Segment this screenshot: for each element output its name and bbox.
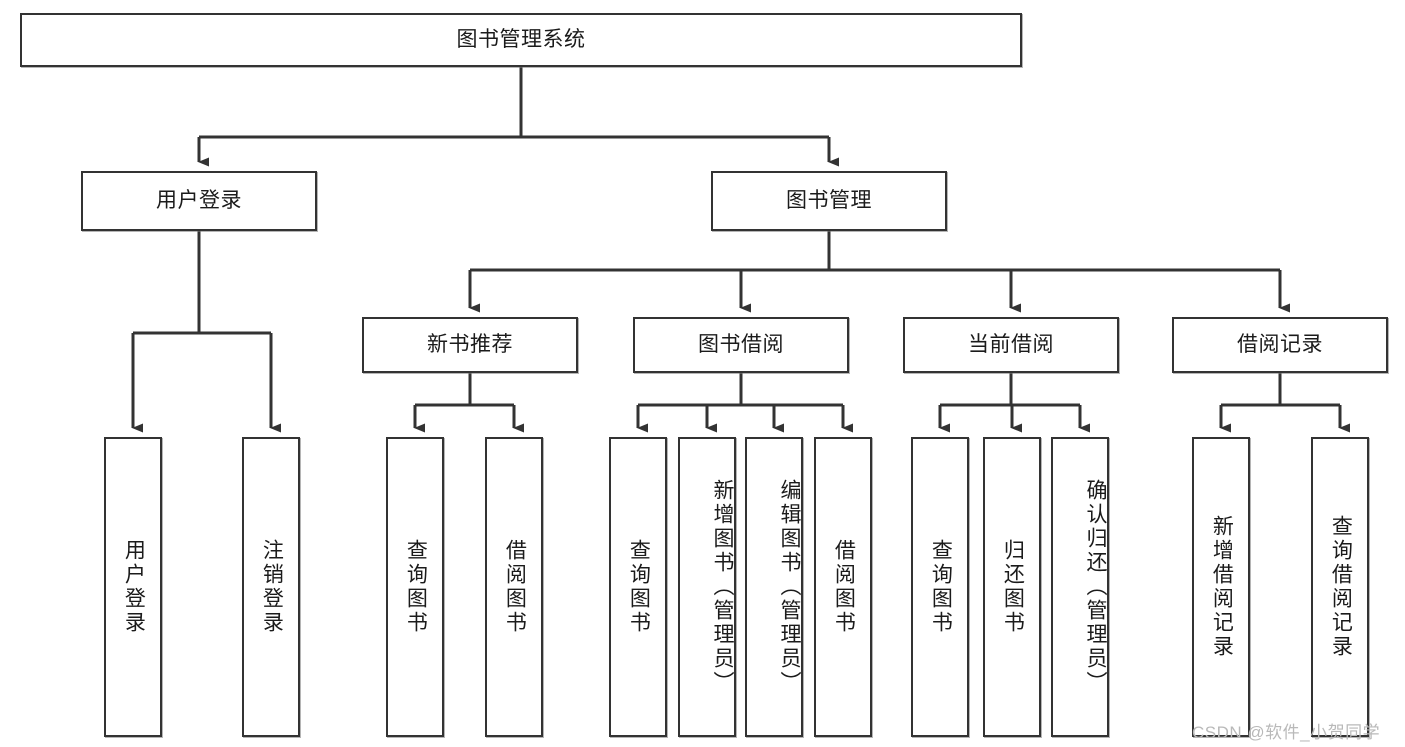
edges-current-borrow-to-leaves [938, 373, 1090, 433]
edges-user-login-to-leaves [131, 231, 281, 433]
node-leaf-query-borrow-record[interactable]: 查询借阅记录 [1311, 437, 1369, 737]
node-leaf-add-borrow-record[interactable]: 新增借阅记录 [1192, 437, 1250, 737]
edges-book-borrow-to-leaves [636, 373, 853, 433]
node-leaf-user-login[interactable]: 用户登录 [104, 437, 162, 737]
node-leaf-query-book-current[interactable]: 查询图书 [911, 437, 969, 737]
node-leaf-borrow-book[interactable]: 借阅图书 [814, 437, 872, 737]
node-borrow-record[interactable]: 借阅记录 [1172, 317, 1388, 373]
node-leaf-query-book-recommend[interactable]: 查询图书 [386, 437, 444, 737]
csdn-watermark: CSDN @软件_小贺同学 [1192, 723, 1381, 742]
node-book-management[interactable]: 图书管理 [711, 171, 947, 231]
node-current-borrow[interactable]: 当前借阅 [903, 317, 1119, 373]
node-leaf-borrow-book-recommend[interactable]: 借阅图书 [485, 437, 543, 737]
node-leaf-logout[interactable]: 注销登录 [242, 437, 300, 737]
node-book-borrow[interactable]: 图书借阅 [633, 317, 849, 373]
edges-borrow-record-to-leaves [1219, 373, 1350, 433]
node-leaf-edit-book[interactable]: 编辑图书（管理员） [745, 437, 803, 737]
node-leaf-query-book-borrow[interactable]: 查询图书 [609, 437, 667, 737]
node-leaf-return-book[interactable]: 归还图书 [983, 437, 1041, 737]
node-leaf-add-book[interactable]: 新增图书（管理员） [678, 437, 736, 737]
edges-root-to-level2 [197, 67, 839, 167]
node-user-login[interactable]: 用户登录 [81, 171, 317, 231]
node-new-book-recommend[interactable]: 新书推荐 [362, 317, 578, 373]
node-root[interactable]: 图书管理系统 [20, 13, 1022, 67]
edges-book-management-to-level3 [468, 231, 1290, 313]
node-leaf-confirm-return[interactable]: 确认归还（管理员） [1051, 437, 1109, 737]
edges-new-book-recommend-to-leaves [413, 373, 524, 433]
